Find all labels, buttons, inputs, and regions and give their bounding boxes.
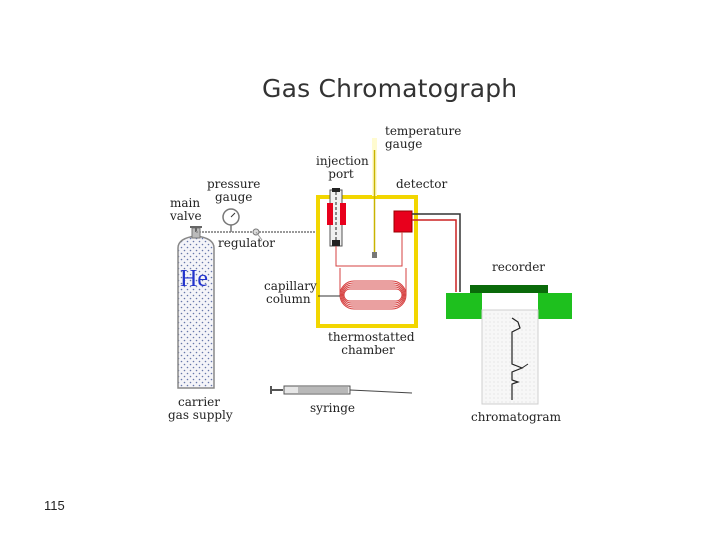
label-carrier-gas-supply: carrier gas supply bbox=[168, 395, 233, 422]
label-pressure-gauge: pressure gauge bbox=[207, 177, 261, 204]
label-syringe: syringe bbox=[310, 401, 356, 415]
label-recorder: recorder bbox=[492, 260, 546, 274]
detector-wires bbox=[412, 213, 461, 292]
capillary-column bbox=[335, 232, 407, 310]
label-thermostatted-chamber: thermostatted chamber bbox=[328, 330, 415, 357]
label-regulator: regulator bbox=[218, 236, 276, 250]
helium-cylinder bbox=[177, 227, 215, 389]
diagram-title: Gas Chromatograph bbox=[262, 74, 518, 103]
label-detector: detector bbox=[396, 177, 448, 191]
label-main-valve: main valve bbox=[170, 196, 202, 223]
label-capillary-column: capillary column bbox=[264, 279, 317, 306]
injection-port bbox=[327, 188, 346, 247]
syringe bbox=[270, 385, 413, 395]
regulator bbox=[252, 228, 263, 241]
detector bbox=[393, 210, 413, 233]
temperature-gauge bbox=[372, 138, 377, 258]
label-chromatogram: chromatogram bbox=[471, 410, 561, 424]
helium-symbol: He bbox=[180, 266, 208, 292]
page-number: 115 bbox=[44, 498, 65, 513]
chromatogram bbox=[481, 309, 539, 405]
label-injection-port: injection port bbox=[316, 154, 369, 181]
pressure-gauge bbox=[222, 208, 240, 232]
label-temperature-gauge: temperature gauge bbox=[385, 124, 462, 151]
